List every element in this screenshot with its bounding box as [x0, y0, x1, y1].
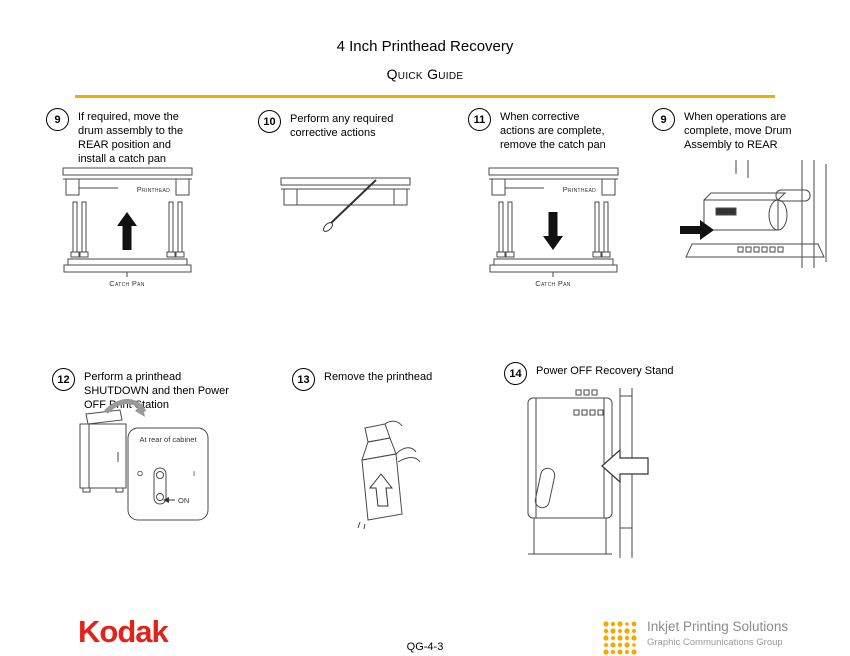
- org-name: Inkjet Printing Solutions: [647, 619, 789, 634]
- step-number-badge: 12: [52, 368, 75, 391]
- org-group: Graphic Communications Group: [647, 636, 783, 648]
- gcg-text: Inkjet Printing Solutions Graphic Commun…: [647, 619, 789, 648]
- step-10: 10 Perform any required corrective actio…: [258, 110, 402, 140]
- corrective-actions-diagram: [280, 177, 411, 232]
- catch-pan-label: Catch Pan: [109, 279, 144, 288]
- switch-panel: [127, 427, 209, 521]
- step-instruction: When operations are complete, move Drum …: [684, 111, 792, 152]
- switch-off-label: O: [137, 469, 143, 478]
- left-arrow-outline-icon: [601, 448, 649, 484]
- swab-tip-icon: [322, 222, 334, 232]
- power-off-print-station-diagram: At rear of cabinet O I ON: [79, 399, 209, 521]
- step-instruction: Perform any required corrective actions: [290, 113, 394, 140]
- printhead-label: Printhead: [563, 185, 596, 194]
- step-number-badge: 14: [504, 362, 527, 385]
- step-number-badge: 9: [46, 108, 69, 131]
- step-instruction: Remove the printhead: [324, 371, 433, 383]
- page-subtitle: Quick Guide: [386, 66, 464, 82]
- step-instruction: Power OFF Recovery Stand: [536, 365, 674, 377]
- swab-icon: [330, 179, 377, 224]
- down-arrow-icon: [543, 212, 563, 250]
- remove-printhead-diagram: [357, 420, 421, 530]
- on-arrow-head-icon: [163, 497, 169, 503]
- right-arrow-icon: [680, 220, 714, 240]
- step-11: 11 When corrective actions are complete,…: [468, 108, 612, 152]
- up-arrow-icon: [117, 212, 137, 250]
- step-13: 13 Remove the printhead: [292, 368, 454, 391]
- step-number-badge: 9: [652, 108, 675, 131]
- step-14: 14 Power OFF Recovery Stand: [504, 362, 686, 385]
- printhead-label: Printhead: [137, 185, 170, 194]
- step-instruction: If required, move the drum assembly to t…: [78, 111, 184, 166]
- on-label: ON: [178, 496, 189, 505]
- step-9a: 9 If required, move the drum assembly to…: [46, 108, 190, 166]
- step-instruction: When corrective actions are complete, re…: [500, 111, 606, 152]
- gold-divider: [75, 95, 775, 98]
- step-number-badge: 11: [468, 108, 491, 131]
- step-9b: 9 When operations are complete, move Dru…: [652, 108, 796, 152]
- step-12: 12 Perform a printhead SHUTDOWN and then…: [52, 368, 244, 412]
- switch-on-symbol-label: I: [193, 469, 195, 478]
- up-arrow-outline-icon: [368, 473, 394, 507]
- step-number-badge: 10: [258, 110, 281, 133]
- recovery-stand-diagram: [527, 388, 649, 558]
- drum-assembly-rear-diagram: [680, 160, 827, 268]
- step-number-badge: 13: [292, 368, 315, 391]
- dot-matrix-logo-icon: [603, 621, 637, 655]
- rotary-switch-lever: [153, 467, 167, 505]
- page-number: QG-4-3: [406, 641, 444, 653]
- install-catch-pan-diagram: Printhead Catch Pan: [62, 167, 193, 288]
- curved-arrow-head-icon: [135, 403, 145, 417]
- step-instruction: Perform a printhead SHUTDOWN and then Po…: [84, 371, 229, 412]
- gcg-logo-block: Inkjet Printing Solutions Graphic Commun…: [602, 619, 789, 656]
- remove-catch-pan-diagram: Printhead Catch Pan: [488, 167, 619, 288]
- page-title: 4 Inch Printhead Recovery: [336, 38, 514, 55]
- at-rear-of-cabinet-label: At rear of cabinet: [139, 435, 197, 444]
- catch-pan-label: Catch Pan: [535, 279, 570, 288]
- kodak-logo: Kodak: [78, 614, 169, 649]
